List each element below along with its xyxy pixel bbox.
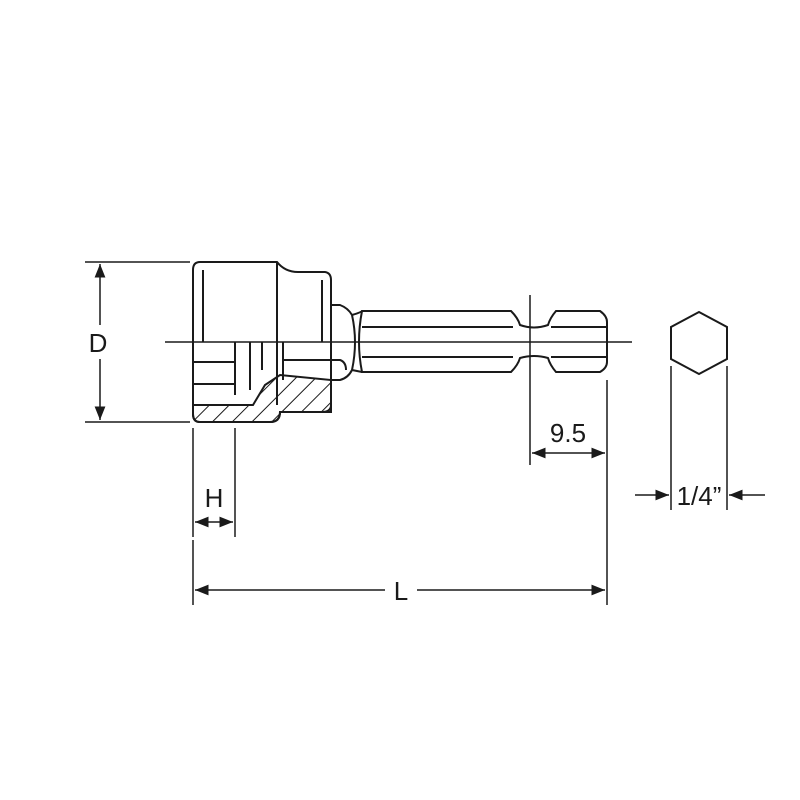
hex-shank xyxy=(358,310,608,373)
dimension-l: L xyxy=(192,380,608,608)
dimension-d: D xyxy=(85,261,190,423)
label-d: D xyxy=(89,328,108,358)
label-h: H xyxy=(205,483,224,513)
label-tip-length: 9.5 xyxy=(550,418,586,448)
dimension-tip: 9.5 xyxy=(529,295,605,465)
hex-end-view: 1/4” xyxy=(635,310,765,511)
label-shank-hex: 1/4” xyxy=(677,481,722,511)
dimension-h: H xyxy=(192,428,236,537)
socket-body xyxy=(192,261,347,423)
label-l: L xyxy=(394,576,408,606)
